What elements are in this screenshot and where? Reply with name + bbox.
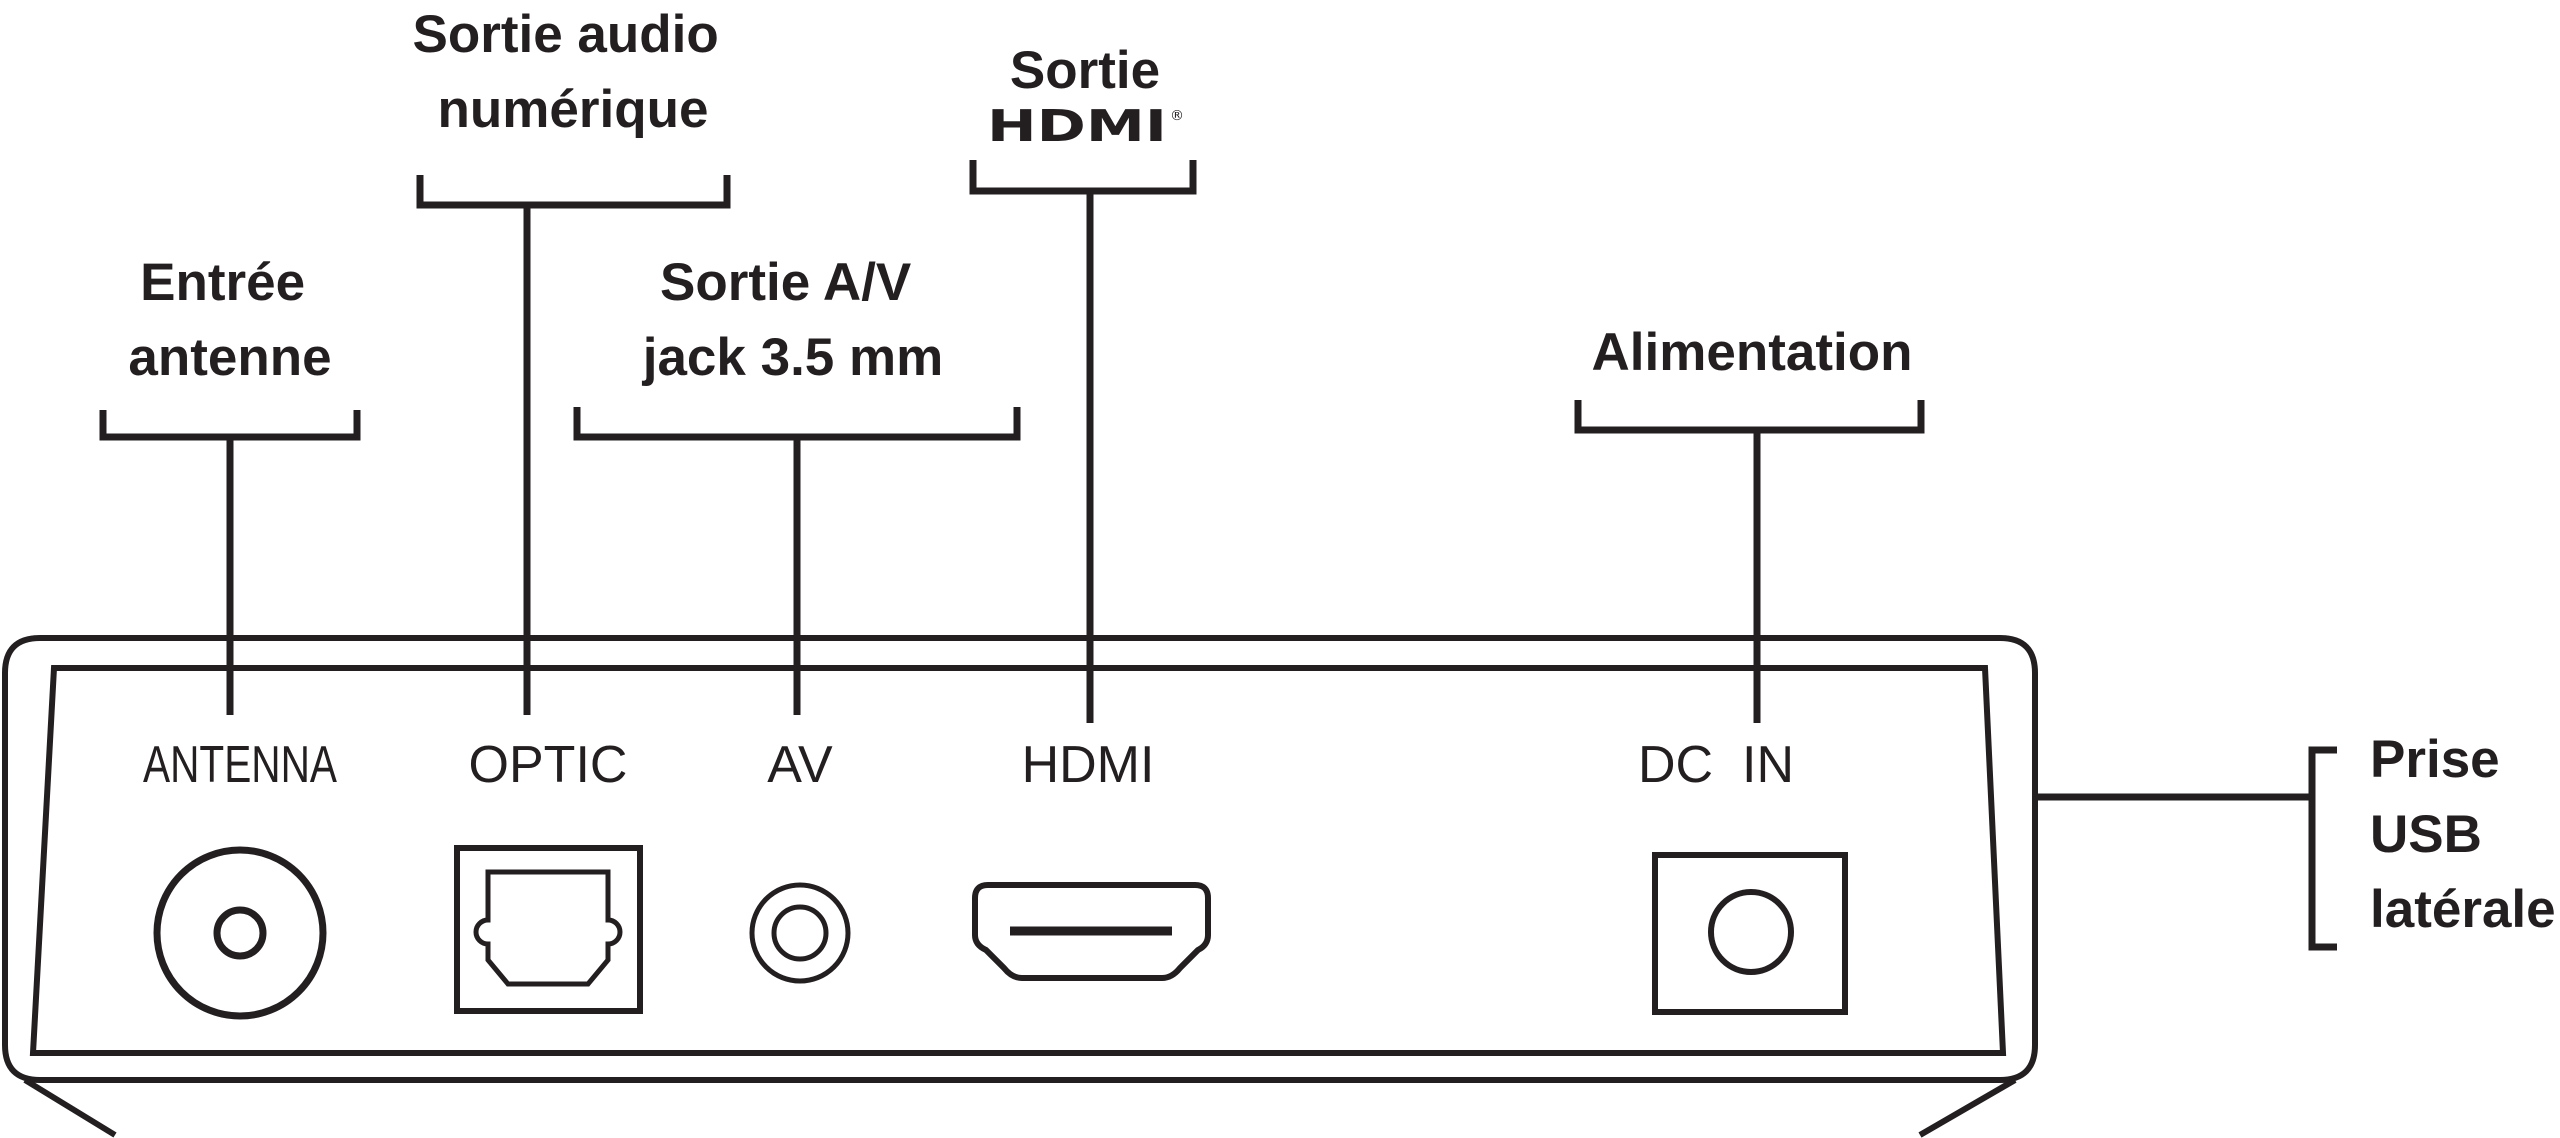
port-label-hdmi: HDMI [1022, 736, 1155, 794]
hdmi-bracket [969, 160, 1197, 195]
optic-port [454, 845, 643, 1014]
optic-port-frame [454, 845, 643, 1014]
device-body [2, 635, 2038, 1138]
optic-port-socket [473, 869, 623, 987]
antenna-port [153, 846, 327, 1020]
dc-bracket [1574, 400, 1925, 434]
hdmi-logo: HDMI ® [987, 101, 1184, 152]
av-bracket [573, 407, 1021, 441]
callout-usb-side: Prise USB latérale [2370, 730, 2556, 939]
dc-in-port-socket [1708, 889, 1794, 975]
usb-bracket [2308, 746, 2337, 951]
callout-power: Alimentation [1592, 323, 1913, 382]
callout-digital-audio-out: Sortie audio numérique [413, 5, 734, 139]
hdmi-port [972, 882, 1211, 981]
port-label-antenna: ANTENNA [143, 736, 337, 794]
device-outer-shell [2, 635, 2038, 1083]
hdmi-logo-wordmark: HDMI [987, 101, 1167, 152]
antenna-bracket [99, 410, 361, 441]
hdmi-logo-trademark: ® [1170, 108, 1184, 124]
antenna-port-pin [213, 906, 267, 960]
leader-lines [99, 160, 2337, 951]
hdmi-port-shell [972, 882, 1211, 981]
device-base [23, 1077, 2017, 1138]
callout-av-out: Sortie A/V jack 3.5 mm [642, 253, 944, 387]
callout-hdmi-out-line1: Sortie [1010, 41, 1160, 100]
port-label-optic: OPTIC [469, 736, 628, 794]
dc-in-port-frame [1652, 852, 1848, 1015]
port-labels: ANTENNA OPTIC AV HDMI DC IN [143, 736, 1794, 794]
port-label-dc-in: DC IN [1638, 736, 1794, 794]
av-port-inner [771, 904, 829, 962]
device-back-panel [29, 665, 2007, 1056]
antenna-port-outer [153, 846, 327, 1020]
callout-antenna-in: Entrée antenne [128, 253, 331, 387]
callout-labels: Entrée antenne Sortie audio numérique So… [128, 5, 2555, 939]
ports [153, 845, 1848, 1020]
dc-in-port [1652, 852, 1848, 1015]
av-port-outer [749, 882, 851, 984]
av-port [749, 882, 851, 984]
port-label-av: AV [767, 736, 833, 794]
optic-bracket [416, 175, 731, 209]
